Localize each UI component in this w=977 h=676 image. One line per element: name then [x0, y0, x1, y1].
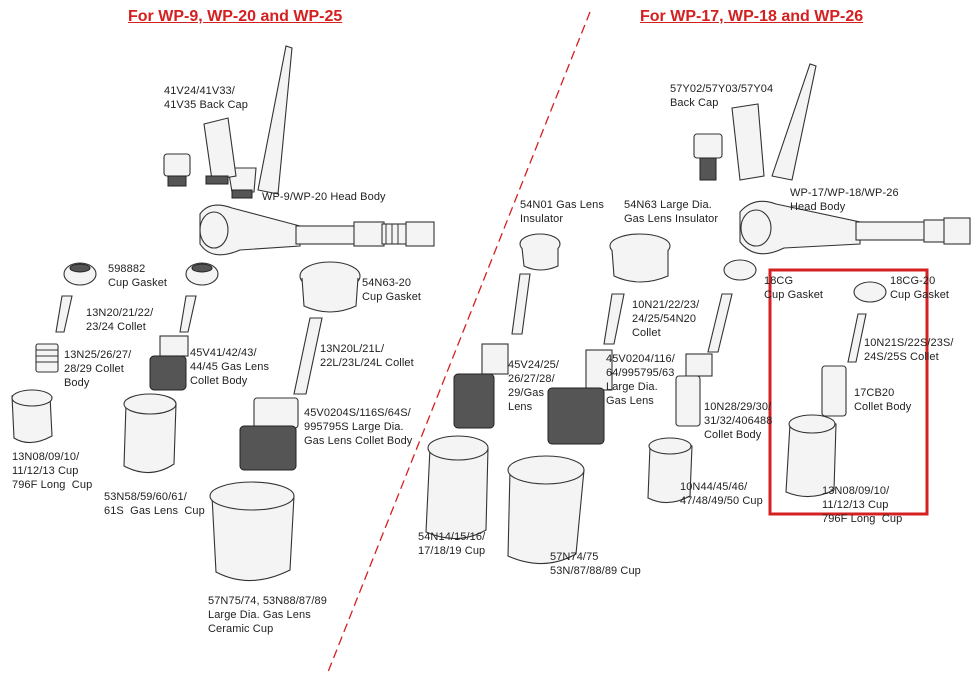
- left-back-cap-medium: [203, 117, 237, 185]
- label-right-gas-lens-cup: 54N14/15/16/ 17/18/19 Cup: [418, 531, 486, 557]
- right-gas-lens-body: [453, 343, 509, 429]
- right-back-cap-medium: [731, 103, 765, 181]
- label-right-head-body: WP-17/WP-18/WP-26 Head Body: [790, 187, 899, 213]
- label-right-back-cap: 57Y02/57Y03/57Y04 Back Cap: [670, 83, 774, 109]
- right-back-cap-long: [771, 63, 817, 181]
- right-head-body: [739, 200, 971, 255]
- label-left-back-cap: 41V24/41V33/ 41V35 Back Cap: [164, 85, 248, 111]
- right-large-insulator: [609, 233, 671, 283]
- right-gasket-b: [853, 281, 887, 303]
- label-right-cup-gasket: 18CG Cup Gasket: [764, 275, 824, 301]
- right-collet-body: [675, 353, 713, 427]
- label-right-collet-a: 10N21/22/23/ 24/25/54N20 Collet: [632, 299, 700, 339]
- label-left-cup-gasket: 598882 Cup Gasket: [108, 263, 168, 289]
- label-right-gas-lens-body: 45V24/25/ 26/27/28/ 29/Gas Lens: [508, 359, 560, 413]
- left-back-cap-long: [227, 45, 293, 199]
- left-gas-lens-body: [149, 335, 189, 391]
- right-insulator: [519, 233, 561, 271]
- label-left-large-cup: 57N75/74, 53N88/87/89 Large Dia. Gas Len…: [208, 595, 327, 635]
- label-left-collet: 13N20/21/22/ 23/24 Collet: [86, 307, 154, 333]
- left-gas-lens-cup: [123, 393, 177, 474]
- right-back-cap-short: [693, 133, 723, 181]
- left-cup-gasket: [63, 262, 97, 286]
- left-collet: [55, 295, 73, 333]
- right-cup-a: [647, 437, 693, 504]
- label-left-large-body: 45V0204S/116S/64S/ 995795S Large Dia. Ga…: [304, 407, 413, 447]
- right-gas-lens-cup: [425, 435, 489, 540]
- label-left-large-gasket: 54N63-20 Cup Gasket: [362, 277, 422, 303]
- label-left-gas-lens-body: 45V41/42/43/ 44/45 Gas Lens Collet Body: [190, 347, 270, 387]
- highlight-box: [768, 268, 929, 516]
- label-right-cup-b: 13N08/09/10/ 11/12/13 Cup 796F Long Cup: [822, 485, 903, 525]
- right-section-heading: For WP-17, WP-18 and WP-26: [640, 8, 864, 25]
- label-left-head-body: WP-9/WP-20 Head Body: [262, 191, 386, 203]
- label-right-cup-a: 10N44/45/46/ 47/48/49/50 Cup: [680, 481, 763, 507]
- right-collet-insulator: [511, 273, 531, 335]
- left-cup: [11, 389, 53, 444]
- left-head-body: [199, 204, 435, 256]
- left-collet-2: [179, 295, 197, 333]
- left-large-gasket: [299, 261, 361, 313]
- right-gasket-a: [723, 259, 757, 281]
- left-section-heading: For WP-9, WP-20 and WP-25: [128, 8, 343, 25]
- label-right-collet-body: 10N28/29/30/ 31/32/406488 Collet Body: [704, 401, 773, 441]
- left-large-cup: [209, 481, 295, 582]
- right-collet-a: [603, 293, 625, 345]
- label-right-cup-gasket-b: 18CG-20 Cup Gasket: [890, 275, 950, 301]
- left-back-cap-short: [163, 153, 191, 187]
- right-collet-b: [847, 313, 867, 363]
- label-right-insulator: 54N01 Gas Lens Insulator: [520, 199, 604, 225]
- label-right-large-insulator: 54N63 Large Dia. Gas Lens Insulator: [624, 199, 719, 225]
- left-large-body: [239, 397, 299, 471]
- left-large-collet: [293, 317, 323, 395]
- label-right-collet-body-b: 17CB20 Collet Body: [854, 387, 912, 413]
- right-cup-b: [785, 414, 837, 498]
- label-left-collet-body: 13N25/26/27/ 28/29 Collet Body: [64, 349, 132, 389]
- label-right-large-cup: 57N74/75 53N/87/88/89 Cup: [550, 551, 641, 577]
- section-divider: [327, 11, 591, 673]
- label-left-gas-lens-cup: 53N58/59/60/61/ 61S Gas Lens Cup: [104, 491, 205, 517]
- label-left-large-collet: 13N20L/21L/ 22L/23L/24L Collet: [320, 343, 414, 369]
- left-collet-body: [35, 343, 59, 373]
- right-large-body: [547, 349, 613, 445]
- label-right-large-body: 45V0204/116/ 64/995795/63 Large Dia. Gas…: [606, 353, 675, 407]
- right-large-cup: [507, 455, 585, 565]
- label-left-cup: 13N08/09/10/ 11/12/13 Cup 796F Long Cup: [12, 451, 93, 491]
- right-collet-body-b: [821, 365, 847, 417]
- label-right-collet-b: 10N21S/22S/23S/ 24S/25S Collet: [864, 337, 954, 363]
- right-collet-c: [707, 293, 733, 353]
- left-gasket-small: [185, 262, 219, 286]
